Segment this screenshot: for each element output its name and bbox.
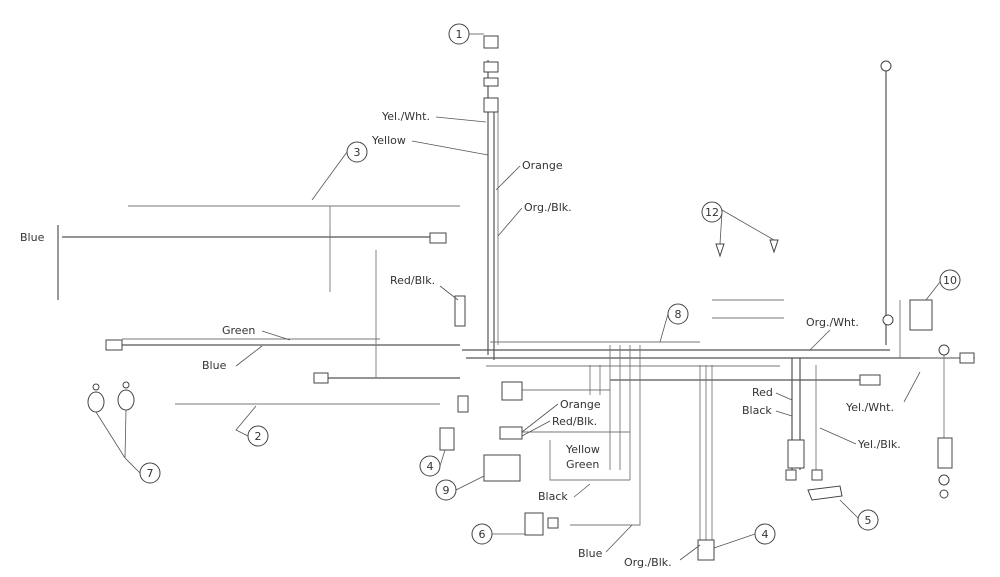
wire-label: Yel./Blk. (857, 438, 901, 451)
callout-label: 1 (456, 28, 463, 41)
wire-label: Red (752, 386, 773, 399)
callout-label: 9 (443, 484, 450, 497)
wire-label: Blue (578, 547, 603, 560)
callout-label: 4 (427, 460, 434, 473)
wire-label: Yel./Wht. (381, 110, 430, 123)
components (57, 35, 975, 561)
harness-wires (62, 60, 975, 540)
callouts: 1 2 3 4 5 6 7 8 9 4 10 12 (95, 23, 961, 549)
callout-label: 8 (675, 308, 682, 321)
wire-label: Org./Blk. (524, 201, 572, 214)
wire-label: Orange (522, 159, 563, 172)
wire-label: Red/Blk. (390, 274, 435, 287)
callout-label: 6 (479, 528, 486, 541)
wire-label: Black (742, 404, 772, 417)
callout-label: 12 (705, 206, 719, 219)
callout-label: 4 (762, 528, 769, 541)
wire-label: Black (538, 490, 568, 503)
wire-label: Orange (560, 398, 601, 411)
wire-label: Yellow (565, 443, 600, 456)
wire-labels: Yel./Wht. Yellow Orange Org./Blk. Blue R… (20, 110, 921, 569)
wire-label: Blue (202, 359, 227, 372)
callout-label: 5 (865, 514, 872, 527)
callout-label: 2 (255, 430, 262, 443)
wire-label: Org./Wht. (806, 316, 859, 329)
wire-label: Green (222, 324, 255, 337)
wire-label: Org./Blk. (624, 556, 672, 569)
wire-label: Yellow (371, 134, 406, 147)
callout-label: 3 (354, 146, 361, 159)
callout-label: 7 (147, 467, 154, 480)
wire-label: Blue (20, 231, 45, 244)
callout-label: 10 (943, 274, 957, 287)
wire-label: Yel./Wht. (845, 401, 894, 414)
wire-label: Green (566, 458, 599, 471)
wire-label: Red/Blk. (552, 415, 597, 428)
